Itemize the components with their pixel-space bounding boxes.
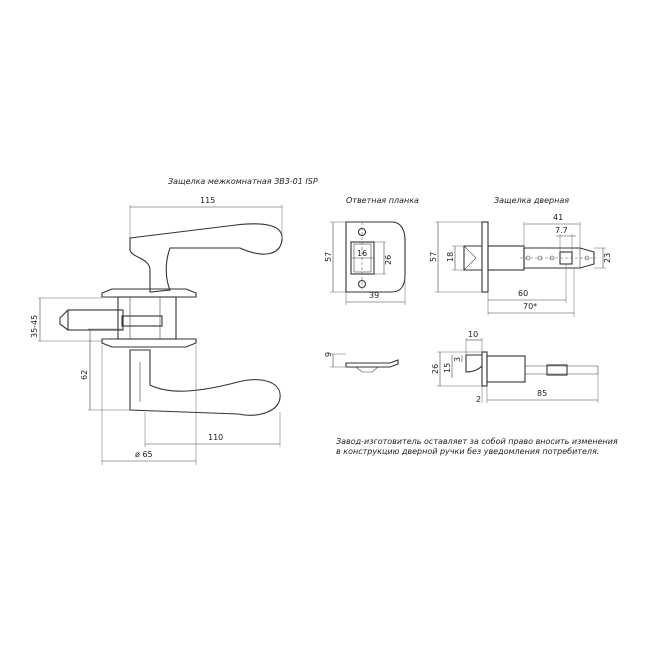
latch-label: Защелка дверная [494, 196, 569, 205]
note-line-1: Завод-изготовитель оставляет за собой пр… [336, 437, 618, 446]
dim-115: 115 [200, 196, 215, 205]
dim-latch-7-7: 7.7 [555, 226, 568, 235]
dim-latch-26: 26 [431, 364, 440, 374]
bottom-rosette [101, 338, 197, 348]
dim-plate-39: 39 [369, 291, 379, 300]
handle-dimensions: 115 35-45 62 110 ø 65 [30, 196, 283, 465]
handle-assembly [59, 223, 283, 416]
latch-body [487, 245, 525, 271]
top-handle-lever [129, 223, 283, 293]
latch-side-tail [546, 364, 568, 376]
latch-insert [67, 309, 124, 331]
dim-110: 110 [208, 433, 223, 442]
dim-plate-26: 26 [384, 255, 393, 265]
dim-latch-15: 15 [443, 363, 452, 373]
latch-bolt-bevel [463, 245, 477, 271]
dim-latch-3: 3 [453, 357, 462, 362]
drawing-title: Защелка межкомнатная ЗВ3-01 ISP [168, 177, 318, 186]
latch-bolt [463, 245, 482, 271]
strike-plate-outline [345, 221, 406, 293]
latch-side-bolt [465, 354, 483, 373]
door-latch-top-view [463, 221, 596, 293]
dim-62: 62 [80, 370, 89, 380]
spindle-block [117, 296, 177, 340]
strike-plate [345, 221, 406, 293]
dim-latch-18: 18 [446, 252, 455, 262]
top-rosette [101, 288, 197, 298]
dim-plate-9: 9 [324, 352, 333, 357]
latch-case [523, 247, 595, 269]
strike-plate-side-outline [345, 359, 399, 368]
door-latch-side-view [465, 351, 599, 387]
strike-plate-dimensions: 57 16 26 39 [324, 221, 406, 305]
door-latch-side-dimensions: 10 26 15 3 2 85 [431, 330, 599, 404]
dim-latch-70: 70* [523, 302, 537, 311]
dim-65: ø 65 [135, 450, 153, 459]
dim-latch-23: 23 [603, 253, 612, 263]
strike-plate-side-view: 9 [324, 352, 399, 373]
latch-bolt-tip [59, 309, 69, 331]
latch-faceplate [481, 221, 489, 293]
dim-latch-10: 10 [468, 330, 478, 339]
note-line-2: в конструкцию дверной ручки без уведомле… [336, 447, 599, 456]
bottom-handle-lever [129, 349, 281, 416]
dim-latch-85: 85 [537, 389, 547, 398]
dim-latch-2: 2 [476, 395, 481, 404]
dim-plate-16: 16 [357, 249, 367, 258]
latch-side-body [486, 355, 526, 383]
strike-plate-label: Ответная планка [346, 196, 419, 205]
spindle-square [121, 315, 163, 327]
strike-plate-side-lip [355, 366, 379, 373]
dim-latch-57: 57 [429, 252, 438, 262]
dim-latch-41: 41 [553, 213, 563, 222]
dim-latch-60: 60 [518, 289, 528, 298]
dim-plate-57: 57 [324, 252, 333, 262]
dim-35-45: 35-45 [30, 315, 39, 338]
latch-side-faceplate [481, 351, 488, 387]
door-latch-top-dimensions: 57 18 41 7.7 23 60 70* [429, 213, 612, 317]
